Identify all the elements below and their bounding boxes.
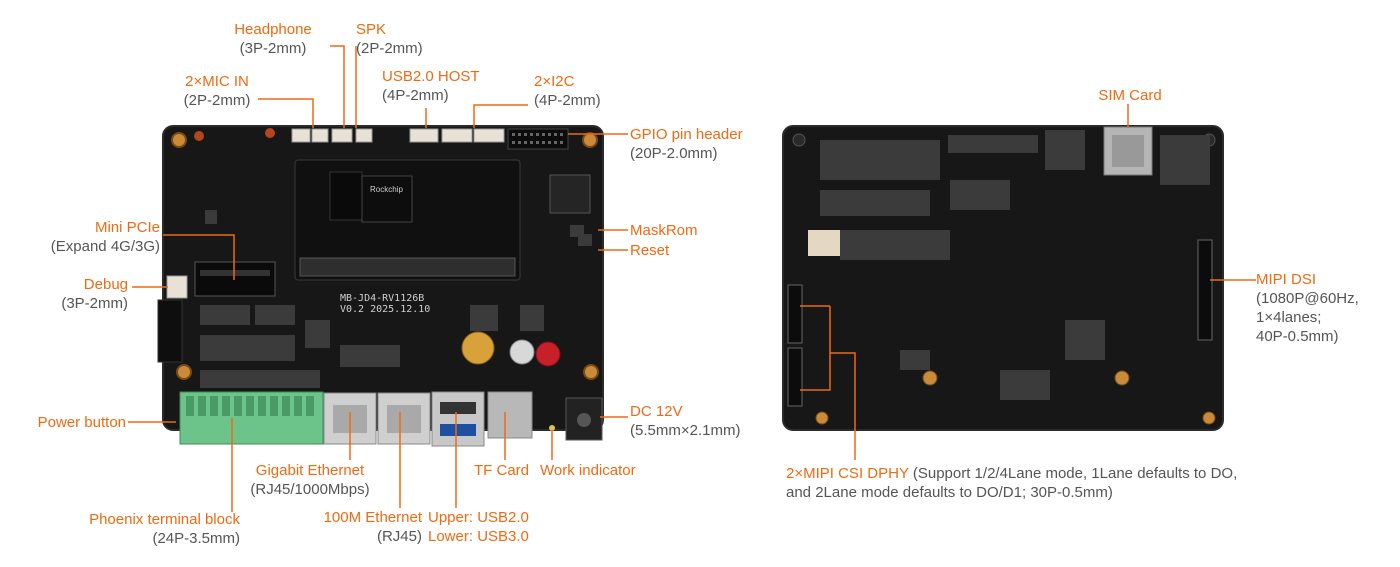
debug-spec: (3P-2mm) xyxy=(61,295,128,312)
mipi-csi-desc-1: (Support 1/2/4Lane mode, 1Lane defaults … xyxy=(908,465,1238,482)
ethernet-100m-spec: (RJ45) xyxy=(376,528,422,545)
power-button-callout: Power button xyxy=(10,413,126,432)
phoenix-callout: Phoenix terminal block (24P-3.5mm) xyxy=(50,510,240,548)
mini-pcie-spec: (Expand 4G/3G) xyxy=(50,238,160,255)
gigabit-callout: Gigabit Ethernet (RJ45/1000Mbps) xyxy=(240,461,380,499)
mipi-csi-title: 2×MIPI CSI DPHY xyxy=(786,465,909,482)
power-button-title: Power button xyxy=(37,414,126,431)
dc-12v-spec: (5.5mm×2.1mm) xyxy=(630,422,741,439)
work-indicator-callout: Work indicator xyxy=(540,461,636,480)
phoenix-title: Phoenix terminal block xyxy=(89,511,240,528)
mipi-dsi-title: MIPI DSI xyxy=(1256,271,1317,288)
i2c-spec: (4P-2mm) xyxy=(534,92,601,109)
gigabit-title: Gigabit Ethernet xyxy=(255,462,365,479)
dc-12v-callout: DC 12V (5.5mm×2.1mm) xyxy=(630,402,740,440)
spk-spec: (2P-2mm) xyxy=(356,40,423,57)
usb-host-callout: USB2.0 HOST (4P-2mm) xyxy=(382,67,480,105)
mipi-dsi-spec-2: 1×4lanes; xyxy=(1256,309,1322,326)
mipi-dsi-callout: MIPI DSI (1080P@60Hz, 1×4lanes; 40P-0.5m… xyxy=(1256,270,1359,346)
gigabit-spec: (RJ45/1000Mbps) xyxy=(250,481,370,498)
usb-stack-callout: Upper: USB2.0 Lower: USB3.0 xyxy=(428,508,529,546)
ethernet-100m-callout: 100M Ethernet (RJ45) xyxy=(300,508,422,546)
board-version: V0.2 2025.12.10 xyxy=(340,304,431,315)
phoenix-spec: (24P-3.5mm) xyxy=(152,530,240,547)
usb-host-title: USB2.0 HOST xyxy=(382,68,480,85)
som-logo-print: Rockchip xyxy=(370,185,403,194)
som-brand: Rockchip xyxy=(370,185,403,194)
mipi-csi-desc-2: and 2Lane mode defaults to DO/D1; 30P-0.… xyxy=(786,484,1113,501)
i2c-callout: 2×I2C (4P-2mm) xyxy=(534,72,601,110)
i2c-title: 2×I2C xyxy=(534,73,575,90)
mic-in-callout: 2×MIC IN (2P-2mm) xyxy=(172,72,262,110)
work-indicator-title: Work indicator xyxy=(540,462,636,479)
usb-stack-lower: Lower: USB3.0 xyxy=(428,528,529,545)
board-model: MB-JD4-RV1126B xyxy=(340,293,425,304)
tf-card-callout: TF Card xyxy=(474,461,529,480)
usb-stack-upper: Upper: USB2.0 xyxy=(428,509,529,526)
mini-pcie-callout: Mini PCIe (Expand 4G/3G) xyxy=(0,218,160,256)
mic-in-title: 2×MIC IN xyxy=(185,73,249,90)
tf-card-title: TF Card xyxy=(474,462,530,479)
spk-callout: SPK (2P-2mm) xyxy=(356,20,423,58)
debug-callout: Debug (3P-2mm) xyxy=(40,275,128,313)
gpio-spec: (20P-2.0mm) xyxy=(630,145,718,162)
mipi-dsi-spec-3: 40P-0.5mm) xyxy=(1256,328,1339,345)
mini-pcie-title: Mini PCIe xyxy=(94,219,160,236)
headphone-title: Headphone xyxy=(234,21,312,38)
mic-in-spec: (2P-2mm) xyxy=(183,92,251,109)
gpio-title: GPIO pin header xyxy=(630,126,743,143)
gpio-callout: GPIO pin header (20P-2.0mm) xyxy=(630,125,743,163)
dc-12v-title: DC 12V xyxy=(630,403,683,420)
mipi-csi-callout: 2×MIPI CSI DPHY (Support 1/2/4Lane mode,… xyxy=(786,464,1237,502)
headphone-callout: Headphone (3P-2mm) xyxy=(220,20,326,58)
sim-card-title: SIM Card xyxy=(1098,87,1162,104)
maskrom-callout: MaskRom xyxy=(630,221,698,240)
usb-host-spec: (4P-2mm) xyxy=(382,87,449,104)
headphone-spec: (3P-2mm) xyxy=(239,40,307,57)
board-model-print: MB-JD4-RV1126B V0.2 2025.12.10 xyxy=(340,293,430,315)
debug-title: Debug xyxy=(83,276,128,293)
ethernet-100m-title: 100M Ethernet xyxy=(323,509,422,526)
spk-title: SPK xyxy=(356,21,387,38)
reset-callout: Reset xyxy=(630,241,669,260)
reset-title: Reset xyxy=(630,242,670,259)
mipi-dsi-spec-1: (1080P@60Hz, xyxy=(1256,290,1359,307)
maskrom-title: MaskRom xyxy=(630,222,698,239)
sim-card-callout: SIM Card xyxy=(1085,86,1175,105)
